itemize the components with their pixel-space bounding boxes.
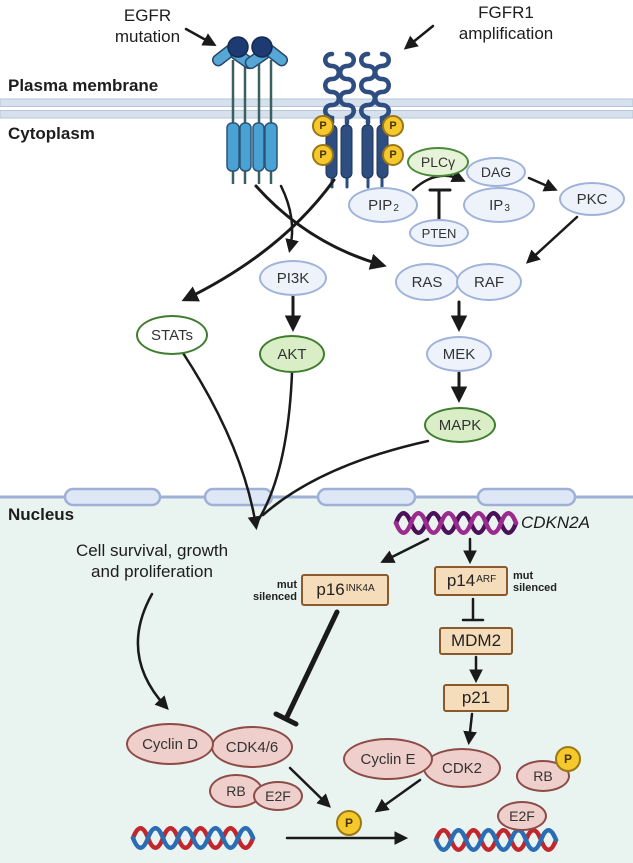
- arrow-dag-to-pkc: [527, 176, 558, 192]
- node-e2f-right: E2F: [497, 801, 547, 831]
- fgfr1-receptor-graphic: [323, 51, 391, 189]
- tbar-pten: [428, 188, 452, 221]
- arrow-mapk-to-outcome: [261, 439, 430, 517]
- node-pkc: PKC: [559, 182, 625, 216]
- cdkn2a-dna-graphic: [393, 511, 519, 535]
- arrow-egfr-to-ras: [254, 184, 387, 270]
- node-ip3-sub: 3: [504, 202, 510, 214]
- p14-sup: ARF: [476, 573, 497, 585]
- node-pi3k: PI3K: [259, 260, 327, 296]
- node-mapk: MAPK: [424, 407, 496, 443]
- dna-left-graphic: [130, 826, 256, 850]
- node-ras: RAS: [395, 263, 459, 301]
- tbar-p14-to-mdm2: [461, 597, 485, 622]
- egfr-mutation-label: EGFR mutation: [85, 5, 210, 48]
- fgfr1-label-line1: FGFR1: [478, 3, 534, 22]
- box-p21: p21: [443, 684, 509, 712]
- egfr-label-line1: EGFR: [123, 6, 172, 25]
- cytoplasm-label: Cytoplasm: [8, 124, 95, 143]
- node-akt: AKT: [259, 335, 325, 373]
- node-raf: RAF: [456, 263, 522, 301]
- egfr-label-line2: mutation: [114, 27, 181, 47]
- arrow-cdk2-to-phosphate: [374, 778, 422, 813]
- arrow-cdkn2a-to-p16: [380, 537, 430, 563]
- node-e2f-left: E2F: [253, 781, 303, 811]
- outcome-label: Cell survival, growth and proliferation: [32, 540, 272, 583]
- outcome-line2: and proliferation: [91, 562, 213, 582]
- arrow-akt-to-outcome: [257, 371, 294, 521]
- p14-mut-silenced-label: mut silenced: [513, 570, 571, 594]
- fgfr1-label-line2: amplification: [458, 24, 554, 44]
- arrow-pip2-to-ip3: [411, 169, 466, 192]
- node-cdk46: CDK4/6: [211, 726, 293, 768]
- arrow-stats-to-outcome: [181, 351, 262, 531]
- plasma-membrane-label: Plasma membrane: [8, 76, 159, 95]
- outcome-line1: Cell survival, growth: [75, 541, 229, 560]
- phosphate-badge: P: [555, 746, 581, 772]
- node-mek: MEK: [426, 336, 492, 372]
- plasma-membrane-band-graphic: [0, 98, 633, 119]
- phosphate-badge: P: [382, 115, 404, 137]
- arrow-fgfr1-to-stats: [181, 178, 336, 302]
- node-ip3-label: IP: [489, 196, 504, 214]
- box-mdm2: MDM2: [439, 627, 513, 655]
- node-pip2-label: PIP: [368, 196, 393, 214]
- node-stats: STATs: [136, 315, 208, 355]
- fgfr1-amplification-label: FGFR1 amplification: [430, 2, 582, 45]
- arrow-pkc-to-rasraf: [525, 215, 579, 264]
- arrow-egfr-to-pi3k: [279, 184, 299, 254]
- mut-line2: silenced: [252, 591, 297, 604]
- tbar-p16-to-cdk46: [273, 609, 340, 727]
- mut-line1b: mut: [513, 570, 534, 582]
- node-plcg: PLCγ: [407, 147, 469, 177]
- node-dag: DAG: [466, 157, 526, 187]
- node-pip2-sub: 2: [393, 202, 399, 214]
- node-pten: PTEN: [409, 219, 469, 247]
- p16-mut-silenced-label: mut silenced: [240, 579, 297, 603]
- phosphate-badge: P: [312, 144, 334, 166]
- p16-sup: INK4A: [345, 582, 375, 594]
- egfr-receptor-graphic: [211, 36, 289, 184]
- node-cyclin-d: Cyclin D: [126, 723, 214, 765]
- node-cyclin-e: Cyclin E: [343, 738, 433, 780]
- p16-label: p16: [316, 580, 345, 599]
- arrow-fgfr1-label: [403, 24, 435, 50]
- pathway-arrows: [136, 24, 579, 845]
- cdkn2a-gene-label: CDKN2A: [521, 513, 590, 532]
- node-cdk2: CDK2: [423, 748, 501, 788]
- arrow-p21-to-cdk2: [463, 712, 477, 746]
- arrow-outcome-to-cyclind: [136, 592, 169, 711]
- nuclear-envelope-graphic: [0, 487, 633, 507]
- mut-line1: mut: [276, 579, 297, 591]
- dna-right-graphic: [433, 828, 559, 852]
- arrow-egfr-label: [184, 27, 217, 47]
- p14-label: p14: [446, 571, 476, 590]
- phosphate-badge: P: [382, 144, 404, 166]
- phosphate-badge: P: [312, 115, 334, 137]
- phosphate-badge: P: [336, 810, 362, 836]
- mut-line2b: silenced: [513, 582, 558, 595]
- nucleus-label: Nucleus: [8, 505, 75, 524]
- arrow-cdk46-to-phosphate: [288, 766, 331, 808]
